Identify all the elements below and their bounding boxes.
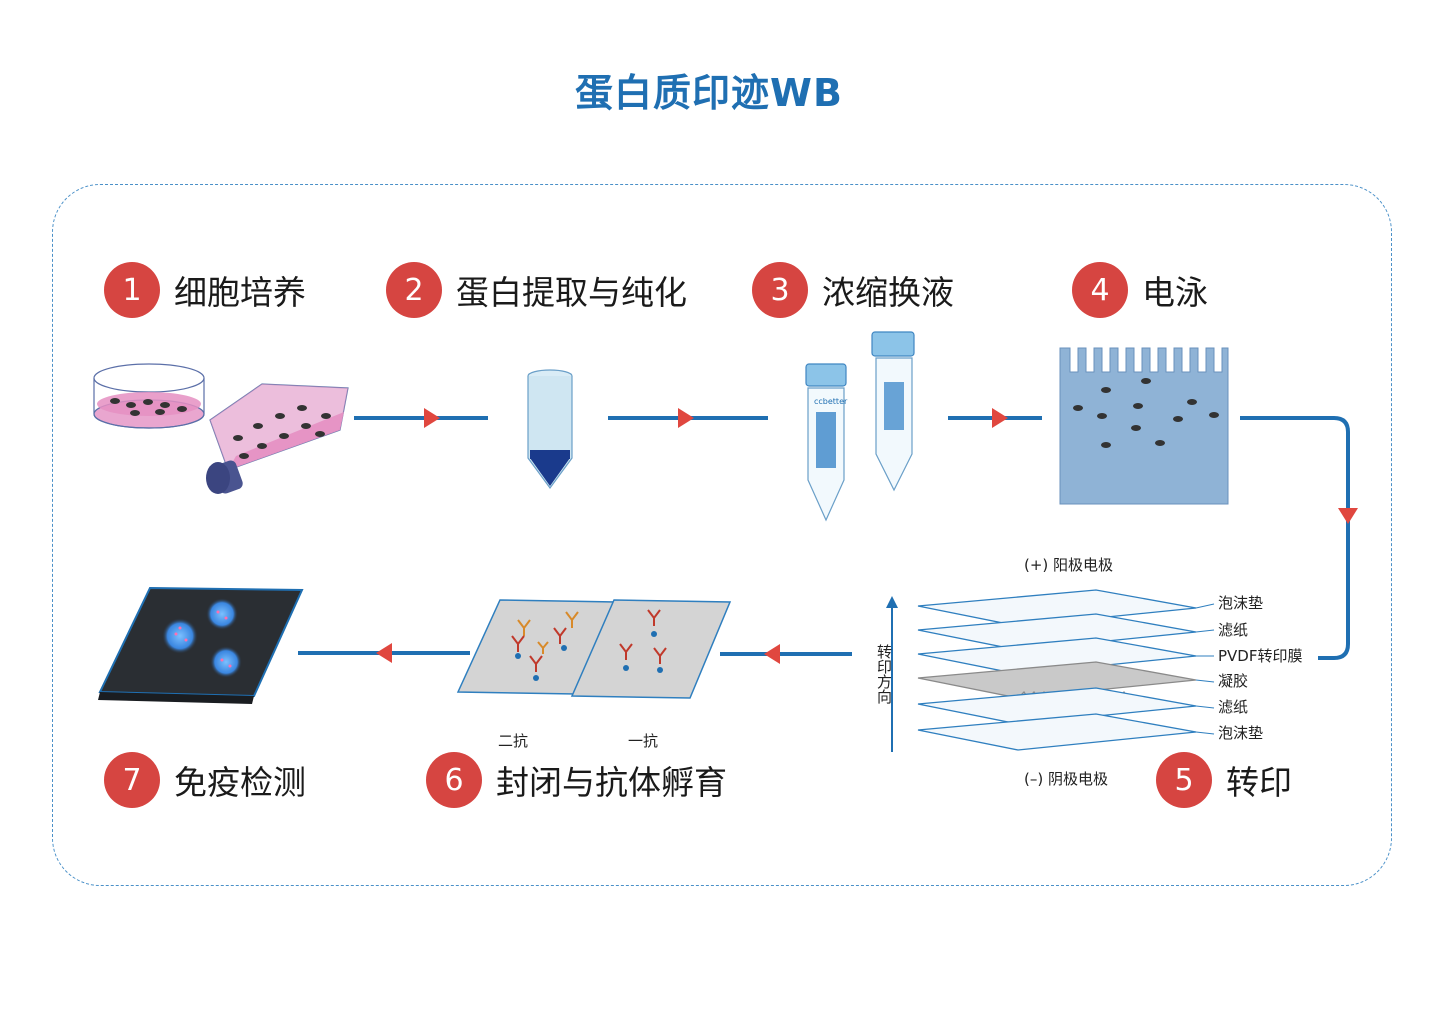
detection-membrane-icon (98, 586, 304, 704)
process-frame (52, 184, 1392, 886)
step-label: 封闭与抗体孵育 (496, 763, 727, 802)
flow-arrow (354, 408, 488, 428)
petri-dish-icon (93, 363, 205, 429)
step-label: 浓缩换液 (822, 273, 954, 312)
tube-brand-label: ccbetter (814, 397, 848, 406)
primary-antibody-label: 一抗 (628, 732, 659, 750)
transfer-stack-icon (917, 589, 1197, 751)
step-number-badge: 4 (1072, 262, 1128, 318)
centrifuge-tube-icon (527, 369, 573, 490)
anode-label: (+) 阳极电极 (1024, 556, 1114, 574)
step-label: 细胞培养 (174, 273, 306, 312)
flow-arrow (1240, 416, 1358, 660)
page-title: 蛋白质印迹WB (575, 71, 843, 115)
step-protein-extraction: 2 蛋白提取与纯化 (386, 262, 687, 318)
step-label: 电泳 (1142, 273, 1208, 312)
concentrator-tube-icon: ccbetter (805, 363, 848, 522)
transfer-direction-label: 转印方向 (875, 644, 893, 704)
step-number-badge: 3 (752, 262, 808, 318)
flow-arrow (298, 643, 470, 663)
membrane-primary-icon (570, 599, 732, 699)
step-blocking-incubation: 6 封闭与抗体孵育 (426, 752, 727, 808)
flow-arrow (608, 408, 768, 428)
label-leader-lines (1195, 603, 1215, 735)
cathode-label: (–) 阴极电极 (1024, 770, 1108, 788)
step-label: 蛋白提取与纯化 (456, 273, 687, 312)
step-number-badge: 7 (104, 752, 160, 808)
step-cell-culture: 1 细胞培养 (104, 262, 306, 318)
flow-arrow (720, 644, 852, 664)
step-electrophoresis: 4 电泳 (1072, 262, 1208, 318)
layer-label-gel: 凝胶 (1218, 672, 1249, 690)
step-number-badge: 5 (1156, 752, 1212, 808)
concentrator-tube-icon (871, 331, 915, 492)
step-number-badge: 1 (104, 262, 160, 318)
layer-label-foam-top: 泡沫垫 (1218, 594, 1264, 612)
layer-label-filter-top: 滤纸 (1218, 621, 1249, 639)
step-transfer: 5 转印 (1156, 752, 1292, 808)
step-number-badge: 6 (426, 752, 482, 808)
flow-arrow (948, 408, 1042, 428)
electrophoresis-gel-icon (1059, 347, 1229, 505)
step-label: 转印 (1226, 763, 1292, 802)
step-concentration: 3 浓缩换液 (752, 262, 954, 318)
step-immunodetection: 7 免疫检测 (104, 752, 306, 808)
layer-label-foam-bottom: 泡沫垫 (1218, 724, 1264, 742)
layer-label-filter-bottom: 滤纸 (1218, 698, 1249, 716)
layer-label-pvdf: PVDF转印膜 (1218, 647, 1303, 665)
secondary-antibody-label: 二抗 (498, 732, 529, 750)
transfer-direction-arrow (886, 596, 898, 752)
step-number-badge: 2 (386, 262, 442, 318)
culture-flask-icon (206, 383, 349, 494)
step-label: 免疫检测 (174, 763, 306, 802)
